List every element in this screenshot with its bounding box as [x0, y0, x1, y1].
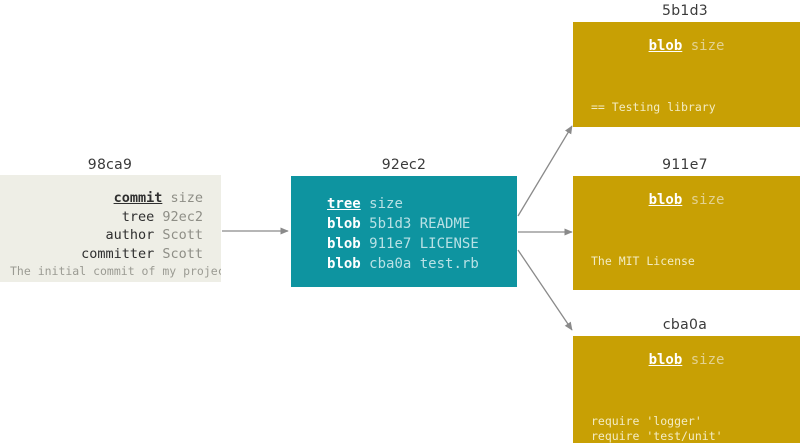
caption-blob-911e7: 911e7: [662, 157, 708, 173]
tree-entry-type: blob: [327, 236, 361, 252]
blob-object-box-911e7: blob size The MIT License Copyright (c) …: [573, 176, 800, 290]
tree-entry-readme: blob 5b1d3 README: [327, 214, 479, 234]
tree-object-box: tree size blob 5b1d3 README blob 911e7 L…: [291, 176, 517, 287]
commit-object-box: commit size tree 92ec2 author Scott comm…: [0, 175, 221, 282]
caption-tree-92ec2: 92ec2: [381, 157, 427, 173]
caption-blob-5b1d3: 5b1d3: [662, 3, 708, 19]
blob-paragraph: The MIT License: [591, 254, 695, 268]
blob-paragraph: require 'logger' require 'test/unit': [591, 414, 723, 443]
tree-entry-type: blob: [327, 256, 361, 272]
commit-message: The initial commit of my project: [10, 264, 221, 278]
commit-field-key: tree: [121, 208, 155, 225]
tree-entry-type: blob: [327, 216, 361, 232]
blob-content: require 'logger' require 'test/unit' cla…: [591, 384, 796, 443]
blob-content: == Testing library This library is used …: [591, 70, 796, 127]
tree-entry-hash: 5b1d3: [369, 216, 412, 232]
tree-entry-tree: tree size: [327, 194, 479, 214]
tree-entry-list: tree size blob 5b1d3 README blob 911e7 L…: [327, 194, 479, 274]
tree-entry-name: test.rb: [419, 256, 479, 272]
blob-keyword: blob: [648, 352, 683, 368]
commit-field-value: 92ec2: [162, 208, 203, 225]
tree-entry-hash: 911e7: [369, 236, 412, 252]
arrow-tree-to-blob-cba0a: [517, 249, 573, 331]
blob-paragraph: == Testing library: [591, 100, 716, 114]
blob-size-label: size: [690, 192, 725, 208]
tree-entry-license: blob 911e7 LICENSE: [327, 234, 479, 254]
commit-field-value: Scott: [162, 227, 203, 243]
blob-size-label: size: [690, 352, 725, 368]
blob-keyword: blob: [648, 192, 683, 208]
tree-entry-testrb: blob cba0a test.rb: [327, 254, 479, 274]
blob-size-label: size: [690, 38, 725, 54]
arrow-tree-to-blob-5b1d3: [517, 125, 573, 217]
blob-header: blob size: [573, 192, 800, 208]
commit-field-author: author Scott: [0, 226, 203, 245]
blob-content: The MIT License Copyright (c) 2008 Scott…: [591, 224, 796, 290]
commit-field-value: size: [170, 190, 203, 206]
caption-blob-cba0a: cba0a: [662, 317, 708, 333]
commit-field-key: committer: [81, 245, 155, 262]
blob-header: blob size: [573, 352, 800, 368]
blob-keyword: blob: [648, 38, 683, 54]
blob-object-box-5b1d3: blob size == Testing library This librar…: [573, 22, 800, 127]
blob-object-box-cba0a: blob size require 'logger' require 'test…: [573, 336, 800, 443]
commit-field-committer: committer Scott: [0, 245, 203, 264]
tree-entry-hash: cba0a: [369, 256, 412, 272]
tree-entry-name: README: [419, 216, 471, 232]
commit-field-key: commit: [113, 190, 163, 206]
tree-entry-name: LICENSE: [419, 236, 479, 252]
commit-field-list: commit size tree 92ec2 author Scott comm…: [0, 189, 203, 263]
tree-entry-hash: size: [369, 196, 403, 212]
commit-field-value: Scott: [162, 245, 203, 262]
commit-field-commit: commit size: [0, 189, 203, 208]
commit-field-tree: tree 92ec2: [0, 208, 203, 227]
commit-field-key: author: [105, 227, 155, 243]
blob-header: blob size: [573, 38, 800, 54]
tree-entry-type: tree: [327, 196, 361, 212]
caption-commit-98ca9: 98ca9: [87, 157, 133, 173]
